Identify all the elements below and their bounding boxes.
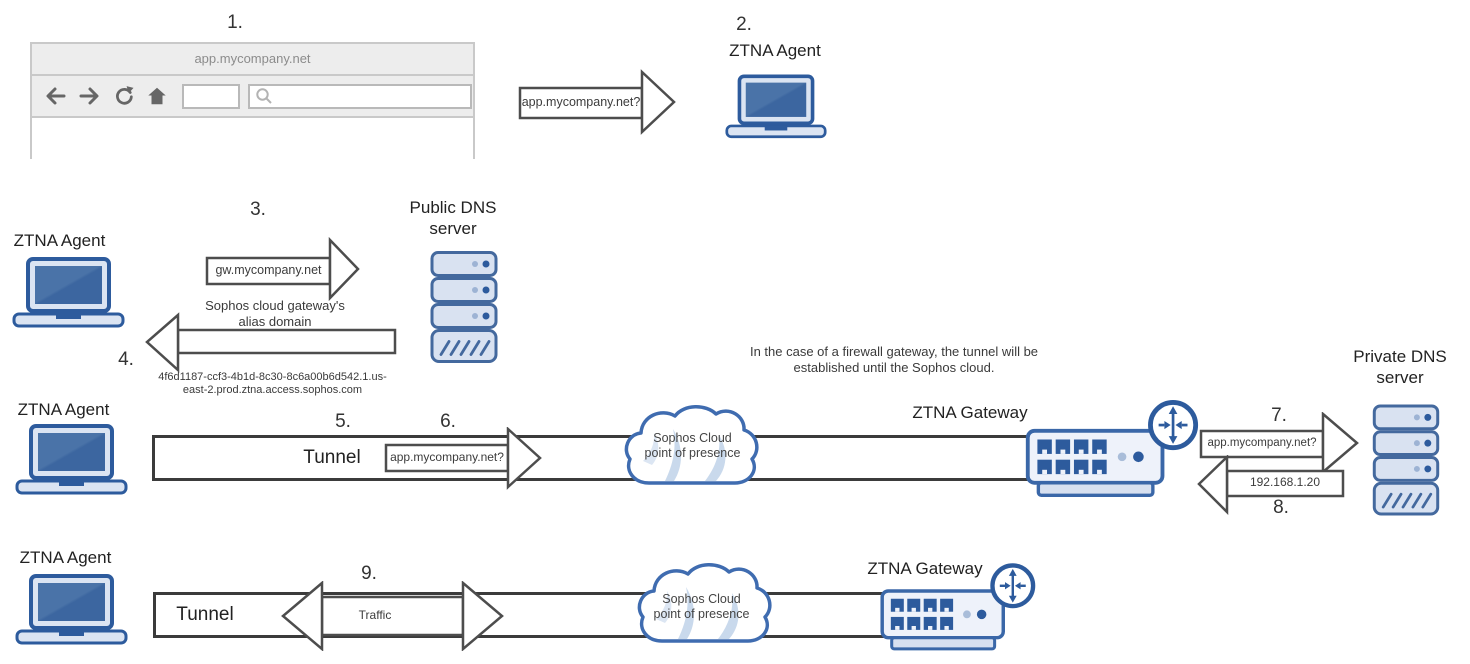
public-dns-label: Public DNS server	[409, 198, 497, 238]
search-input	[248, 83, 472, 109]
gateway-icon-2	[877, 563, 1037, 657]
arrow-step9-icon	[281, 581, 504, 651]
forward-icon	[79, 87, 99, 105]
step-label-1: 1.	[227, 12, 243, 33]
arrow-label-traffic: Traffic	[358, 608, 392, 622]
arrow-label-dns-answer: 192.168.1.20	[1249, 475, 1321, 489]
laptop-icon-2	[12, 257, 125, 329]
cloud-label-1: Sophos Cloud point of presence	[644, 431, 741, 460]
ztna-agent-label-1: ZTNA Agent	[729, 41, 821, 60]
url-input	[182, 83, 240, 109]
laptop-icon-1	[725, 74, 827, 140]
ztna-agent-label-2: ZTNA Agent	[13, 231, 106, 250]
refresh-icon	[116, 86, 134, 105]
alias-domain-text: 4f6d1187-ccf3-4b1d-8c30-8c6a00b6d542.1.u…	[158, 371, 387, 396]
tunnel-2	[153, 592, 885, 638]
ztna-gateway-label-1: ZTNA Gateway	[912, 403, 1028, 422]
arrow-step6-icon	[384, 427, 542, 490]
browser-window: app.mycompany.net	[30, 42, 475, 159]
alias-caption: Sophos cloud gateway's alias domain	[205, 298, 345, 329]
arrow-step7-icon	[1199, 412, 1359, 474]
tunnel-label-1: Tunnel	[303, 447, 361, 468]
arrow-label-app-query-2: app.mycompany.net?	[390, 450, 504, 464]
gateway-icon-1	[1022, 400, 1200, 504]
step-label-6: 6.	[440, 411, 456, 432]
step-label-5: 5.	[335, 411, 351, 432]
search-icon	[256, 88, 272, 104]
arrow-label-gw-query: gw.mycompany.net	[215, 263, 322, 277]
cloud-label-2: Sophos Cloud point of presence	[653, 592, 750, 621]
ztna-gateway-label-2: ZTNA Gateway	[867, 559, 983, 578]
private-dns-server-icon	[1372, 404, 1440, 516]
step-label-9: 9.	[361, 563, 377, 584]
arrow-label-app-query-3: app.mycompany.net?	[1207, 437, 1317, 449]
step-label-8: 8.	[1273, 497, 1289, 518]
tunnel-label-2: Tunnel	[176, 604, 234, 625]
step-label-3: 3.	[250, 199, 266, 220]
step-label-4: 4.	[118, 349, 134, 370]
browser-title: app.mycompany.net	[32, 44, 473, 76]
arrow-step2-icon	[518, 69, 676, 135]
ztna-agent-label-3: ZTNA Agent	[17, 400, 110, 419]
step-label-7: 7.	[1271, 405, 1287, 426]
tunnel-1	[152, 435, 1032, 481]
browser-content	[32, 118, 473, 159]
arrow-step8-icon	[1197, 455, 1345, 515]
private-dns-label: Private DNS server	[1353, 347, 1447, 387]
arrow-step4-icon	[145, 312, 397, 373]
laptop-icon-3	[15, 424, 128, 496]
public-dns-server-icon	[430, 250, 498, 364]
browser-toolbar	[32, 76, 473, 118]
home-icon	[148, 87, 166, 105]
back-icon	[46, 87, 66, 105]
step-label-2: 2.	[736, 14, 752, 35]
arrow-label-app-query-1: app.mycompany.net?	[521, 95, 641, 109]
firewall-note: In the case of a firewall gateway, the t…	[749, 344, 1039, 375]
arrow-step3-icon	[205, 236, 360, 302]
laptop-icon-4	[15, 574, 128, 646]
ztna-agent-label-4: ZTNA Agent	[19, 548, 112, 567]
